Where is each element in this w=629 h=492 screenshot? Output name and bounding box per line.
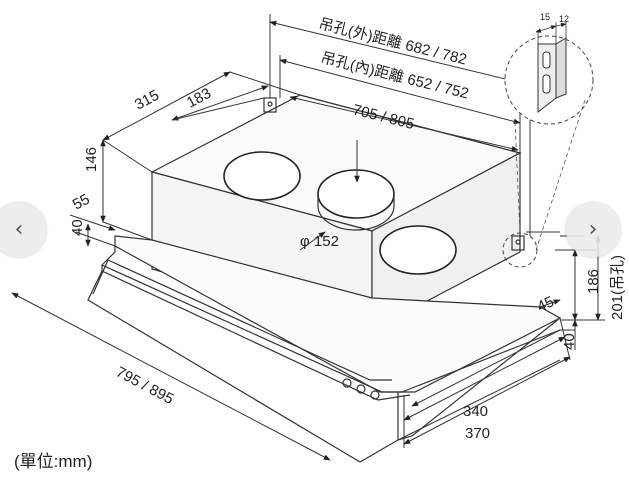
duct-collar — [317, 194, 395, 231]
width-total-label: 795 / 895 — [113, 364, 176, 408]
height-201-label: 201(吊孔) — [609, 255, 626, 320]
hanging-tab-detail — [502, 22, 594, 268]
cutout-holes — [223, 151, 457, 275]
bottom-40-label: 40 — [561, 333, 578, 350]
dimension-lines — [11, 14, 605, 461]
offset-55-label: 55 — [70, 191, 93, 214]
height-186-label: 186 — [585, 269, 602, 294]
chevron-left-icon: ‹ — [14, 217, 24, 242]
detail-15-label: 15 — [540, 12, 550, 22]
diameter-label: φ 152 — [300, 233, 339, 250]
front-45-label: 45 — [535, 293, 557, 315]
offset-183-label: 183 — [184, 85, 214, 112]
hood-outline — [87, 94, 562, 463]
depth-340-label: 340 — [463, 403, 488, 420]
depth-370-label: 370 — [465, 425, 490, 442]
previous-image-button[interactable]: ‹ — [0, 203, 46, 257]
detail-12-label: 12 — [559, 14, 569, 24]
unit-label: (單位:mm) — [14, 452, 92, 471]
next-image-button[interactable]: › — [566, 203, 620, 257]
chevron-right-icon: › — [588, 217, 598, 242]
height-146-label: 146 — [83, 147, 100, 172]
edge-40-left-label: 40 — [69, 219, 86, 236]
depth-315-label: 315 — [132, 87, 162, 114]
